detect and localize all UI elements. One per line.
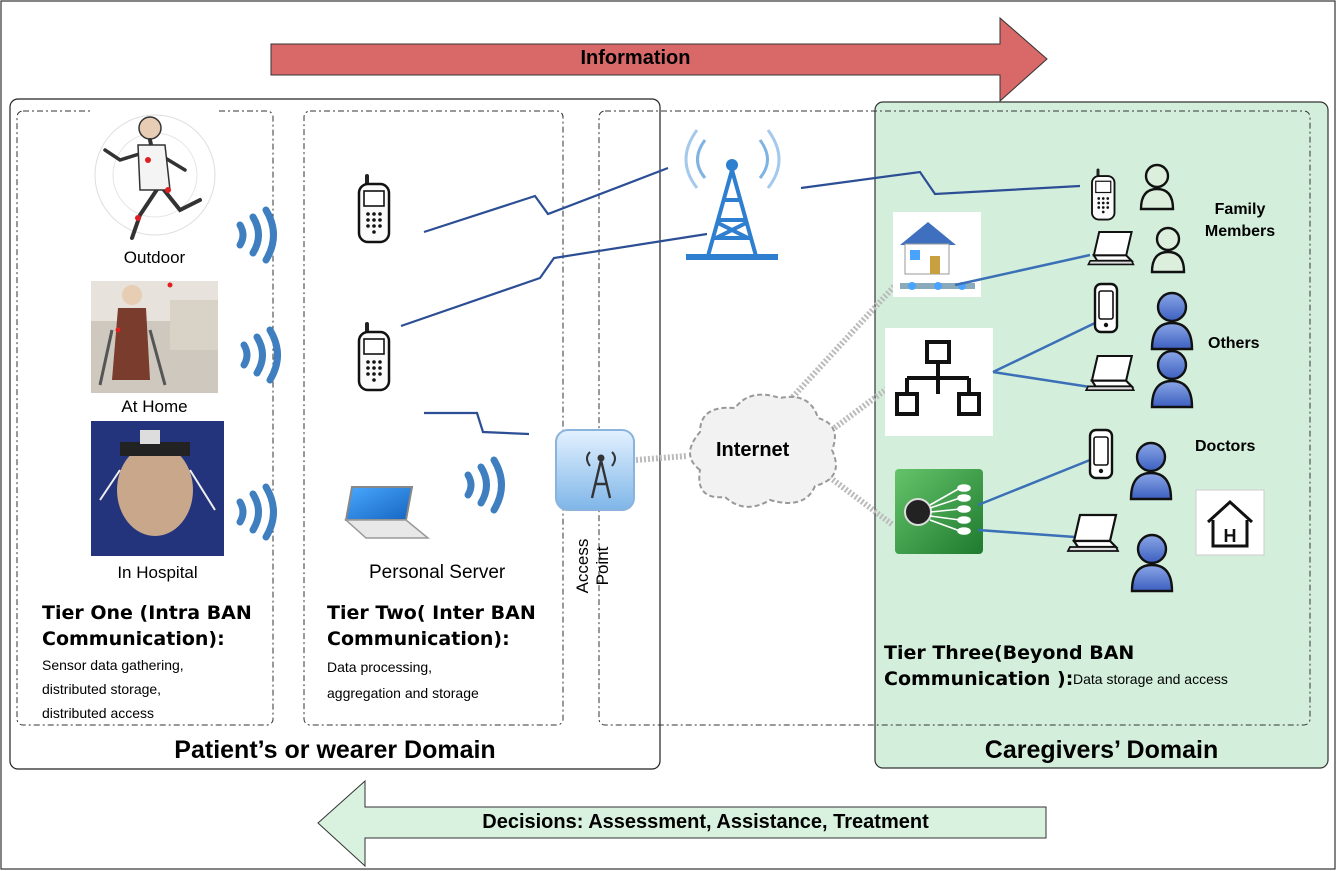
outdoor-label: Outdoor — [123, 248, 186, 267]
access-point-icon — [555, 429, 635, 511]
network-hierarchy-icon — [885, 328, 993, 436]
mobile-phone-icon — [357, 320, 391, 392]
at-home-elderly-image — [91, 281, 218, 393]
in-hospital-patient-image — [91, 421, 224, 556]
decisions-arrow — [317, 779, 1047, 868]
mobile-phone-icon — [357, 172, 391, 244]
others-label: Others — [1208, 335, 1260, 352]
wireless-links — [400, 166, 1081, 436]
patient-domain-label: Patient’s or wearer Domain — [174, 736, 496, 764]
tier-three-title-line2: Communication ): — [884, 668, 1074, 690]
family-members-label-line2: Members — [1204, 223, 1276, 240]
tier-one-desc-line1: Sensor data gathering, — [42, 657, 184, 673]
family-members-label-line1: Family — [1214, 201, 1266, 218]
medical-hub-icon — [895, 469, 983, 554]
in-hospital-label: In Hospital — [117, 563, 198, 582]
tier-three-desc: Data storage and access — [1073, 671, 1228, 687]
tier-one-title-line1: Tier One (Intra BAN — [42, 602, 252, 624]
decisions-arrow-label: Decisions: Assessment, Assistance, Treat… — [482, 811, 929, 833]
tier-one-desc-line2: distributed storage, — [42, 681, 162, 697]
caregiver-links — [954, 253, 1096, 539]
laptop-icon — [344, 486, 431, 539]
home-network-icon — [893, 212, 981, 297]
access-point-label: Access Point — [573, 526, 613, 606]
hospital-icon: H — [1195, 489, 1265, 556]
smartphone-icon — [1093, 282, 1119, 334]
internet-label: Internet — [716, 439, 790, 461]
mobile-phone-icon — [1091, 167, 1116, 221]
information-arrow — [270, 16, 1048, 103]
outdoor-runner-image — [91, 107, 218, 245]
tier-three-title-line1: Tier Three(Beyond BAN — [884, 642, 1135, 664]
information-arrow-label: Information — [580, 47, 691, 69]
caregivers-domain-label: Caregivers’ Domain — [984, 736, 1219, 764]
access-point-label-line2: Point — [593, 546, 612, 586]
tier-three-box — [598, 110, 1311, 726]
at-home-label: At Home — [121, 397, 188, 416]
doctors-label: Doctors — [1195, 438, 1256, 455]
smartphone-icon — [1088, 428, 1114, 480]
patient-domain-box — [9, 98, 661, 770]
tier-two-box — [303, 110, 564, 726]
tier-two-desc-line1: Data processing, — [327, 659, 433, 675]
wired-links — [635, 277, 903, 528]
cell-tower-icon — [684, 129, 781, 260]
tier-two-title-line1: Tier Two( Inter BAN — [327, 602, 536, 624]
svg-text:H: H — [1224, 526, 1237, 546]
personal-server-label: Personal Server — [369, 562, 506, 583]
access-point-label-line1: Access — [573, 538, 592, 594]
tier-one-title-line2: Communication): — [42, 628, 225, 650]
tier-one-desc-line3: distributed access — [42, 705, 155, 721]
family-members-label: Family Members — [1195, 199, 1285, 243]
tier-two-desc-line2: aggregation and storage — [327, 685, 479, 701]
internet-cloud-icon — [689, 393, 837, 508]
tier-two-title-line2: Communication): — [327, 628, 510, 650]
